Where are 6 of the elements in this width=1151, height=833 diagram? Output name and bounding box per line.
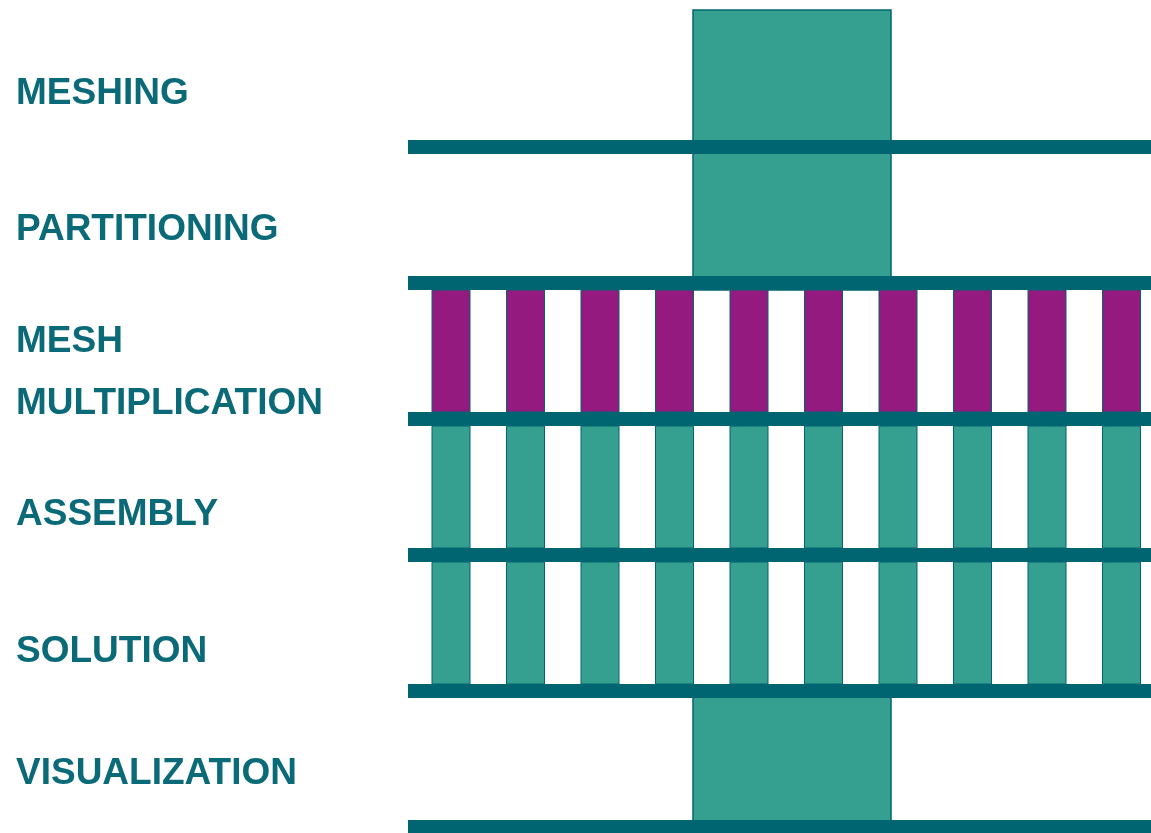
stage-label: VISUALIZATION (16, 750, 298, 794)
stage-label: MESHING (16, 70, 190, 114)
stage-label: ASSEMBLY (16, 491, 220, 535)
stage-label: SOLUTION (16, 628, 209, 672)
stage-label: MESH MULTIPLICATION (16, 318, 324, 424)
stage-label: PARTITIONING (16, 206, 280, 250)
